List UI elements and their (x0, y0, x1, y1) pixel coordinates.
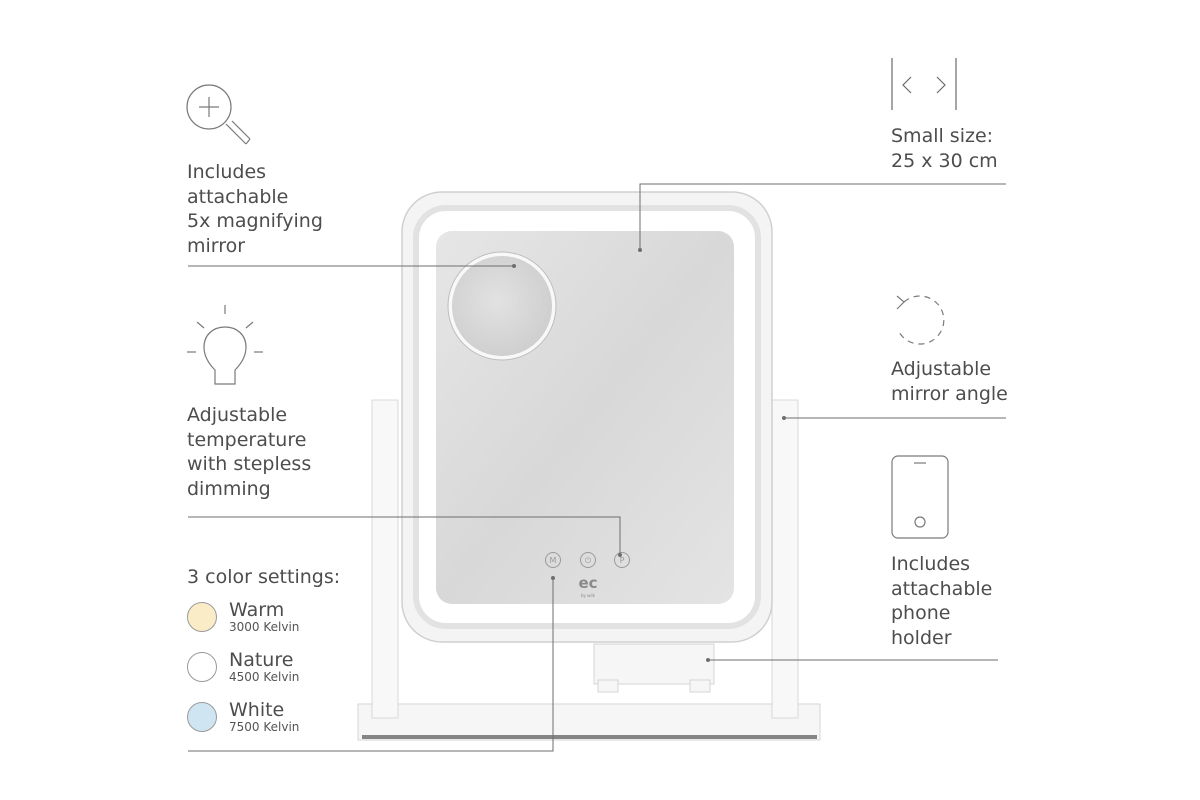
brand-logo: ec (578, 574, 597, 592)
color-setting-white: White 7500 Kelvin (187, 700, 299, 734)
nature-name: Nature (229, 649, 294, 671)
brand-logo-sub: by wilk (581, 593, 596, 598)
white-kelvin: 7500 Kelvin (229, 720, 300, 734)
mirror-stand (371, 399, 799, 719)
white-name: White (229, 699, 285, 721)
nature-swatch (187, 652, 217, 682)
warm-kelvin: 3000 Kelvin (229, 620, 300, 634)
callout-line-colors (188, 578, 554, 752)
feature-light-text: Adjustable temperature with stepless dim… (187, 404, 312, 500)
warm-swatch (187, 602, 217, 632)
feature-magnifier-text: Includes attachable 5x magnifying mirror (187, 161, 323, 257)
touch-buttons: M ⏻ P ec by wilk (545, 552, 630, 598)
feature-angle-text: Adjustable mirror angle (891, 358, 1008, 405)
color-settings-heading: 3 color settings: (187, 566, 341, 588)
preset-button: P (620, 556, 625, 565)
rotate-arrow-icon (896, 295, 945, 345)
callout-line-size (639, 183, 1006, 250)
callout-line-light (188, 516, 621, 555)
mirror-base (357, 703, 821, 741)
lightbulb-icon (187, 305, 263, 385)
feature-phone-text: Includes attachable phone holder (891, 553, 993, 649)
color-setting-nature: Nature 4500 Kelvin (187, 650, 299, 684)
smartphone-icon (891, 455, 949, 539)
white-swatch (187, 702, 217, 732)
phone-holder (593, 643, 715, 693)
warm-name: Warm (229, 599, 285, 621)
callout-lines (188, 183, 1006, 752)
width-arrows-icon (891, 58, 957, 110)
magnifying-mirror (447, 251, 557, 361)
mode-button: M (550, 556, 557, 565)
magnifier-plus-icon (186, 84, 251, 145)
mirror-frame (401, 191, 773, 643)
power-button: ⏻ (585, 556, 592, 565)
nature-kelvin: 4500 Kelvin (229, 670, 300, 684)
color-setting-warm: Warm 3000 Kelvin (187, 600, 299, 634)
feature-size-text: Small size: 25 x 30 cm (891, 125, 998, 172)
